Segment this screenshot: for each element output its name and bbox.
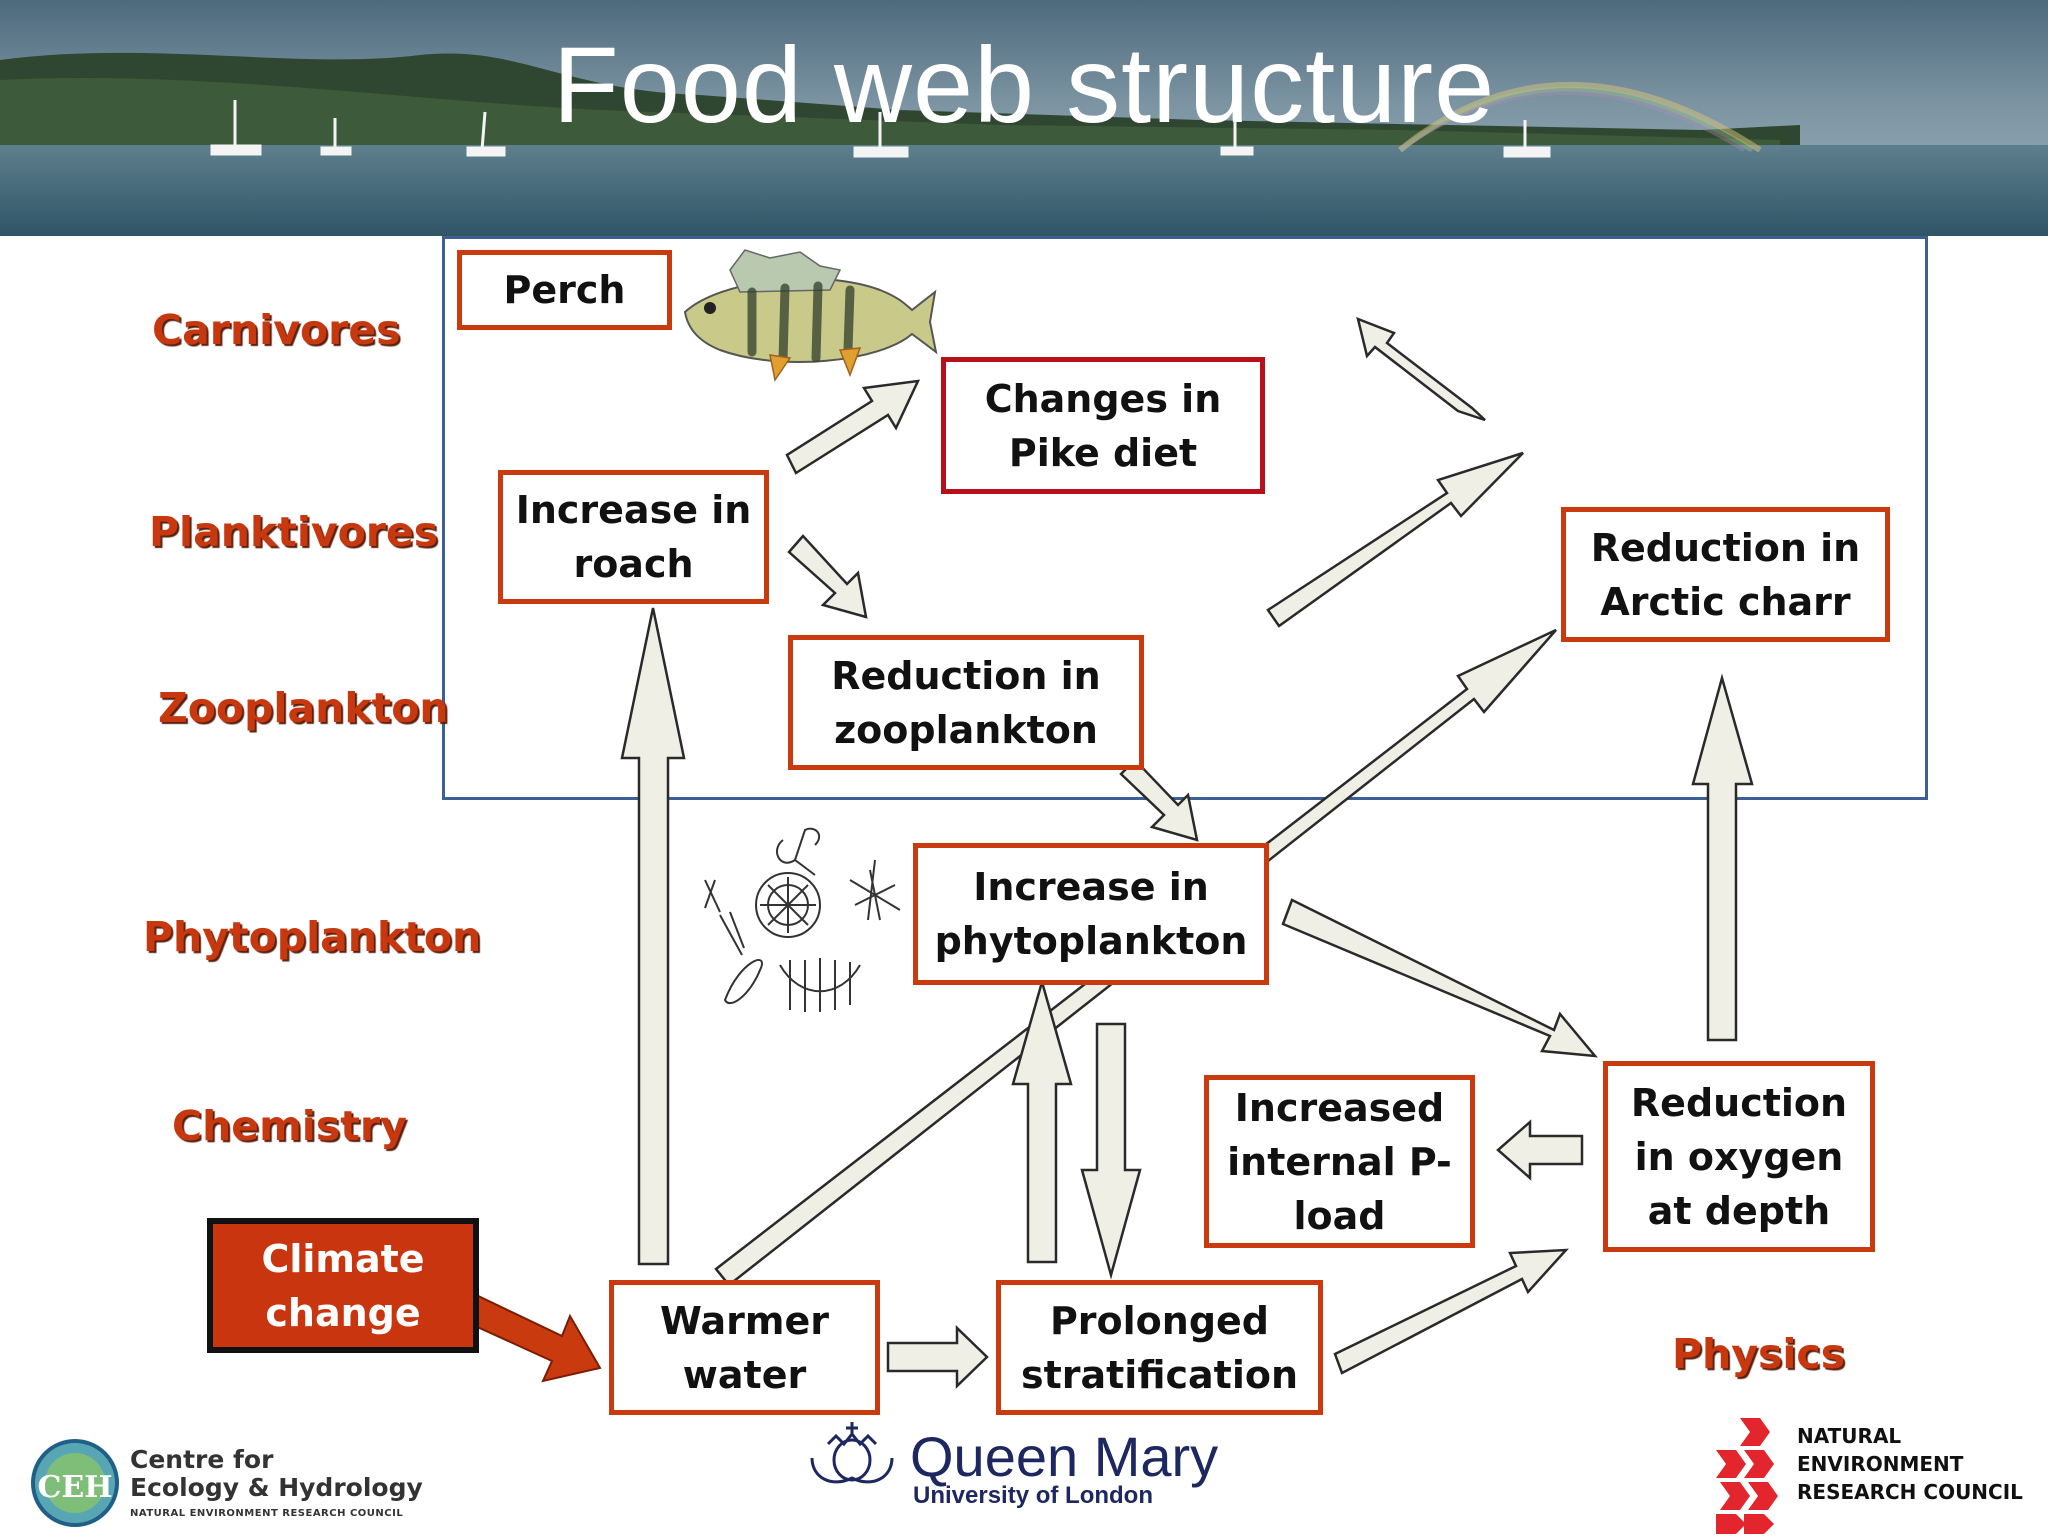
box-phytoplankton-increase: Increase in phytoplankton — [913, 843, 1269, 985]
box-perch: Perch — [457, 250, 672, 330]
arrow-oxygen-to-p-load — [1496, 1119, 1584, 1181]
ceh-name: Centre for Ecology & Hydrology — [130, 1445, 423, 1502]
box-oxygen-depth: Reduction in oxygen at depth — [1603, 1061, 1875, 1252]
level-carnivores: Carnivores — [152, 306, 401, 354]
arrow-warmer-to-stratification — [886, 1325, 989, 1389]
arrow-zooplankton-to-phyto — [1119, 758, 1199, 842]
arrow-phyto-to-stratification — [1080, 1022, 1142, 1280]
level-zooplankton: Zooplankton — [158, 684, 449, 732]
arrow-stratification-to-oxygen — [1333, 1248, 1569, 1375]
arrow-stratification-to-phyto — [1011, 977, 1073, 1264]
box-pike-diet: Changes in Pike diet — [941, 357, 1265, 494]
arrow-climate-to-warmer — [460, 1292, 602, 1383]
box-prolonged-stratification: Prolonged stratification — [996, 1280, 1323, 1415]
level-phytoplankton: Phytoplankton — [143, 913, 482, 961]
ceh-monogram: CEH — [37, 1470, 112, 1505]
level-physics: Physics — [1672, 1330, 1846, 1378]
phytoplankton-illustration — [704, 827, 901, 1012]
page-title: Food web structure — [552, 24, 1496, 145]
level-chemistry: Chemistry — [172, 1102, 407, 1150]
box-climate-change: Climate change — [207, 1218, 479, 1353]
level-planktivores: Planktivores — [149, 508, 439, 556]
ceh-logo: CEH — [31, 1439, 119, 1527]
ceh-subtitle: NATURAL ENVIRONMENT RESEARCH COUNCIL — [130, 1508, 404, 1519]
lake-banner — [0, 0, 2048, 236]
lake-photo — [0, 0, 2048, 236]
box-roach: Increase in roach — [498, 470, 769, 604]
arrow-warmer-to-roach — [620, 607, 686, 1266]
arrow-phyto-to-oxygen — [1281, 898, 1598, 1058]
arrow-roach-to-pike — [785, 379, 921, 475]
box-zooplankton-reduction: Reduction in zooplankton — [788, 635, 1144, 770]
queen-mary-name: Queen Mary — [910, 1425, 1219, 1488]
box-arctic-charr: Reduction in Arctic charr — [1561, 507, 1890, 642]
perch-fish-illustration — [683, 249, 938, 382]
queen-mary-crest — [810, 1422, 894, 1484]
arrow-oxygen-to-arctic-charr — [1691, 673, 1754, 1042]
queen-mary-subtitle: University of London — [913, 1482, 1153, 1509]
box-internal-p-load: Increased internal P- load — [1204, 1075, 1475, 1248]
arrow-roach-to-zooplankton — [787, 534, 868, 619]
arrow-pike-diet-long — [1266, 451, 1524, 628]
arrow-arctic-charr-up — [1356, 316, 1486, 422]
nerc-name: NATURAL ENVIRONMENT RESEARCH COUNCIL — [1797, 1424, 2023, 1504]
nerc-logo — [1716, 1418, 1778, 1534]
box-warmer-water: Warmer water — [609, 1280, 880, 1415]
